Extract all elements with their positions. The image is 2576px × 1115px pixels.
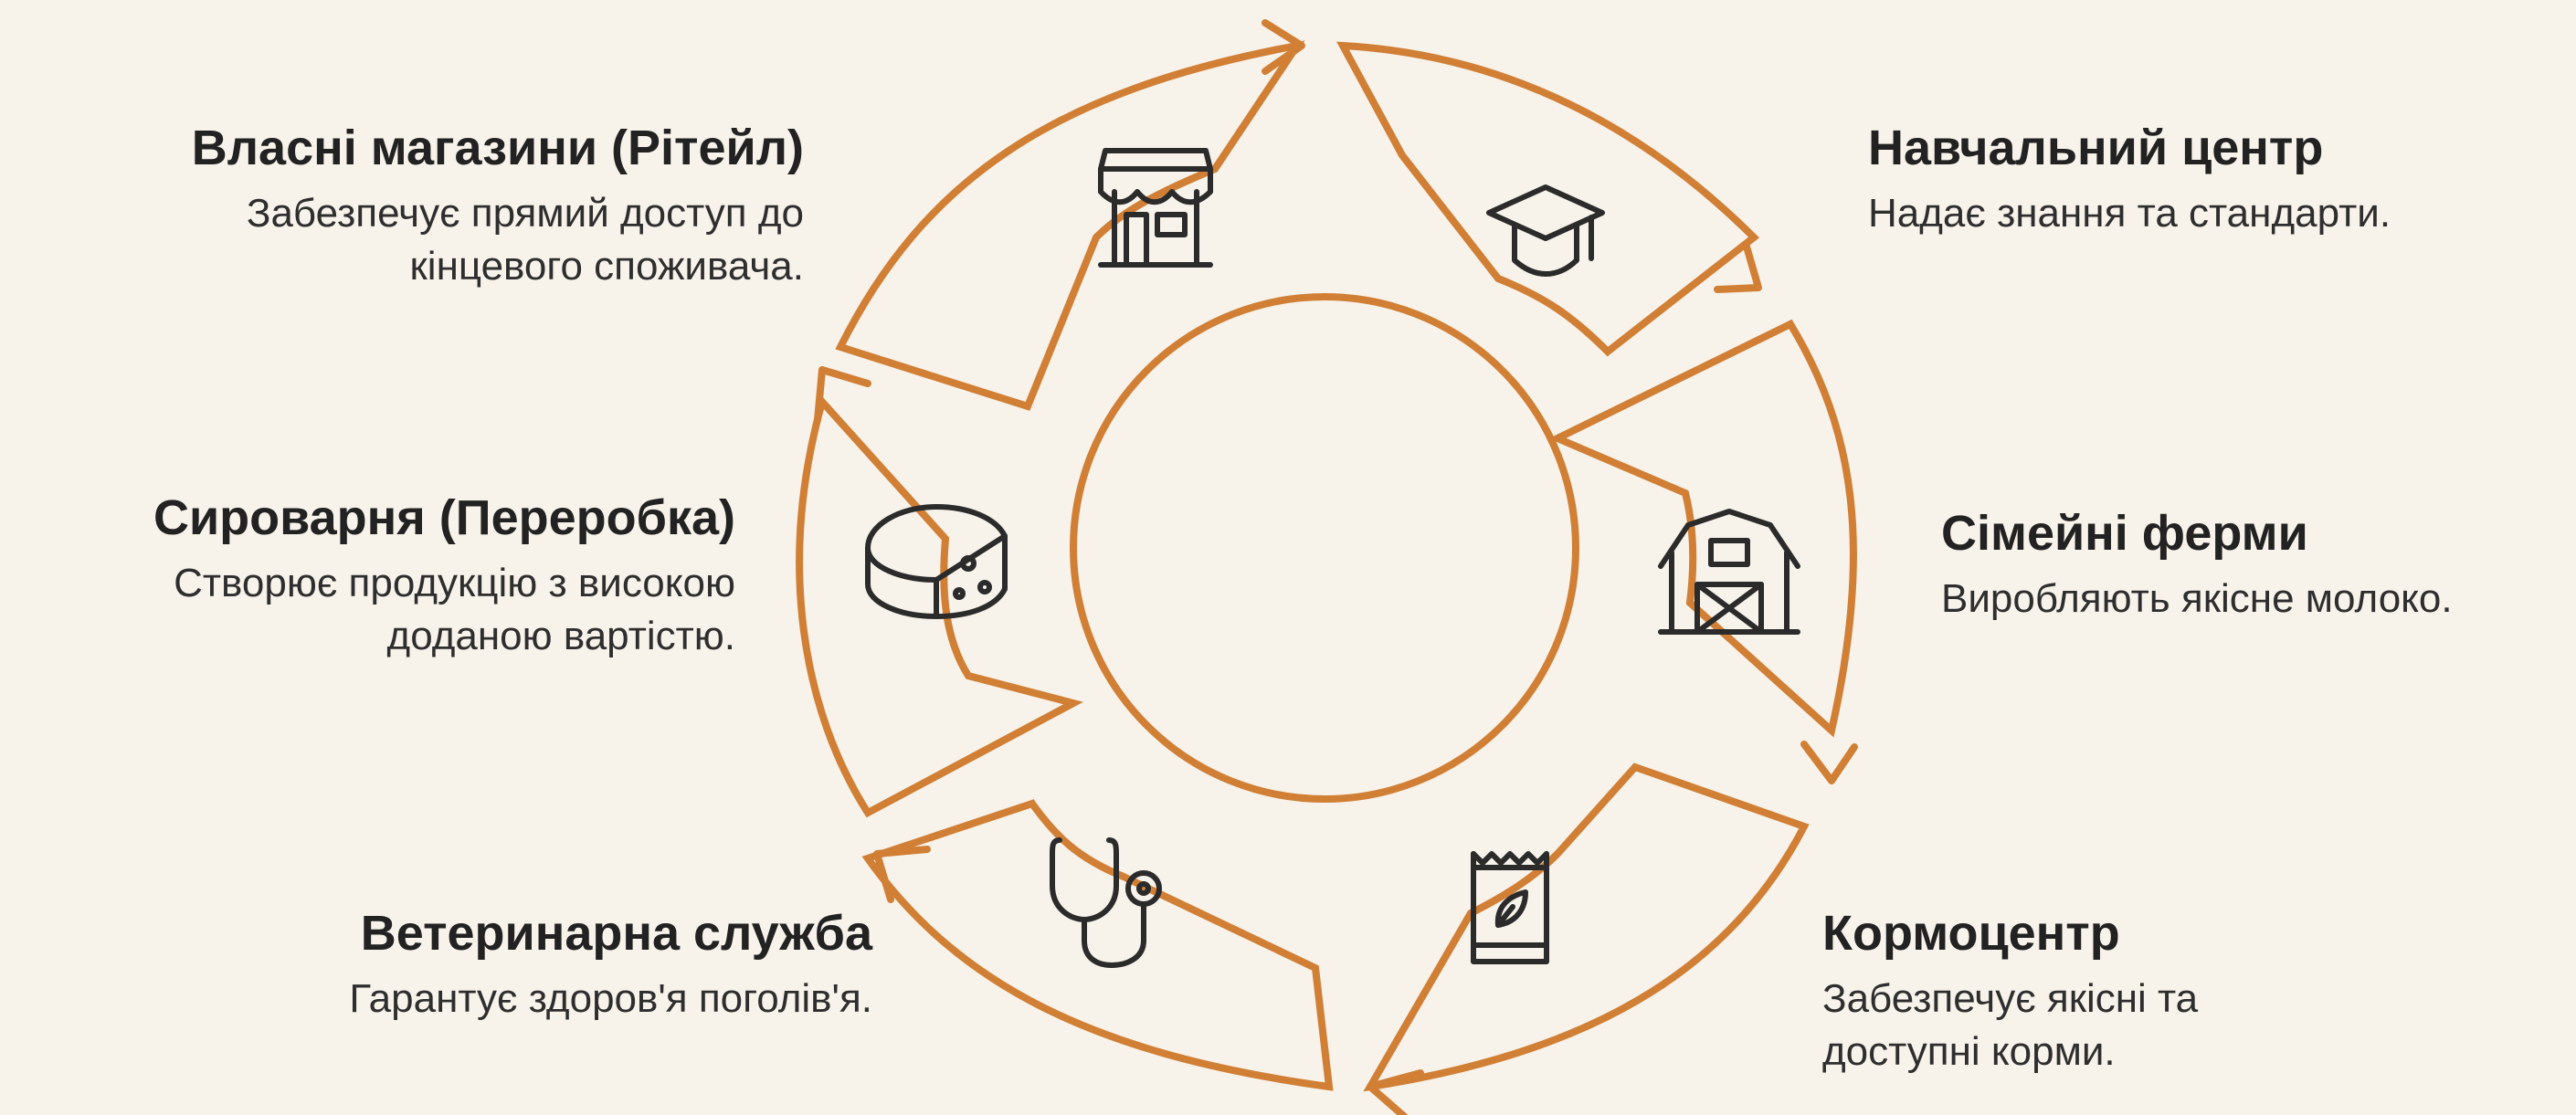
node-cheese: Сироварня (Переробка) Створює продукцію … — [14, 489, 735, 663]
node-title: Сімейні ферми — [1941, 506, 2308, 561]
center-circle — [1070, 293, 1579, 803]
node-description: Надає знання та стандарти. — [1868, 190, 2391, 236]
node-description: Забезпечує якісні та доступні корми. — [1822, 975, 2199, 1074]
segment-retail — [835, 40, 1305, 411]
arrowhead — [1367, 1069, 1424, 1115]
segment-training — [1336, 41, 1760, 357]
arrowhead — [1262, 19, 1305, 75]
arrowhead — [814, 366, 871, 424]
arrowheads — [814, 19, 1858, 1115]
segment-farms — [1548, 319, 1858, 738]
cheese-icon — [865, 504, 1008, 619]
node-description: Виробляють якісне молоко. — [1941, 575, 2453, 621]
stethoscope-icon — [1050, 837, 1162, 968]
segment-cheese — [796, 394, 1083, 818]
segment-vet — [861, 799, 1334, 1091]
graduation-cap-icon — [1486, 184, 1605, 277]
barn-icon — [1658, 509, 1800, 635]
node-description: Створює продукцію з високою доданою варт… — [174, 560, 735, 658]
node-title: Сироварня (Переробка) — [153, 490, 735, 545]
node-description: Гарантує здоров'я поголів'я. — [349, 975, 872, 1021]
node-vet: Ветеринарна служба Гарантує здоров'я пог… — [128, 904, 872, 1026]
node-farms: Сімейні ферми Виробляють якісне молоко. — [1941, 504, 2562, 626]
node-title: Ветеринарна служба — [360, 906, 872, 961]
cycle-ring — [796, 40, 1858, 1092]
arrowhead — [873, 846, 931, 903]
node-retail: Власні магазини (Рітейл) Забезпечує прям… — [73, 119, 804, 293]
store-icon — [1098, 148, 1213, 268]
node-title: Власні магазини (Рітейл) — [191, 121, 804, 175]
node-title: Кормоцентр — [1822, 906, 2120, 961]
node-feed: Кормоцентр Забезпечує якісні та доступні… — [1822, 904, 2334, 1078]
node-training: Навчальний центр Надає знання та стандар… — [1868, 119, 2526, 240]
arrowhead — [1714, 243, 1762, 293]
node-title: Навчальний центр — [1868, 121, 2324, 175]
feed-bag-icon — [1471, 851, 1549, 964]
node-description: Забезпечує прямий доступ до кінцевого сп… — [246, 190, 804, 289]
segment-feed — [1363, 763, 1810, 1092]
arrowhead — [1800, 741, 1858, 784]
